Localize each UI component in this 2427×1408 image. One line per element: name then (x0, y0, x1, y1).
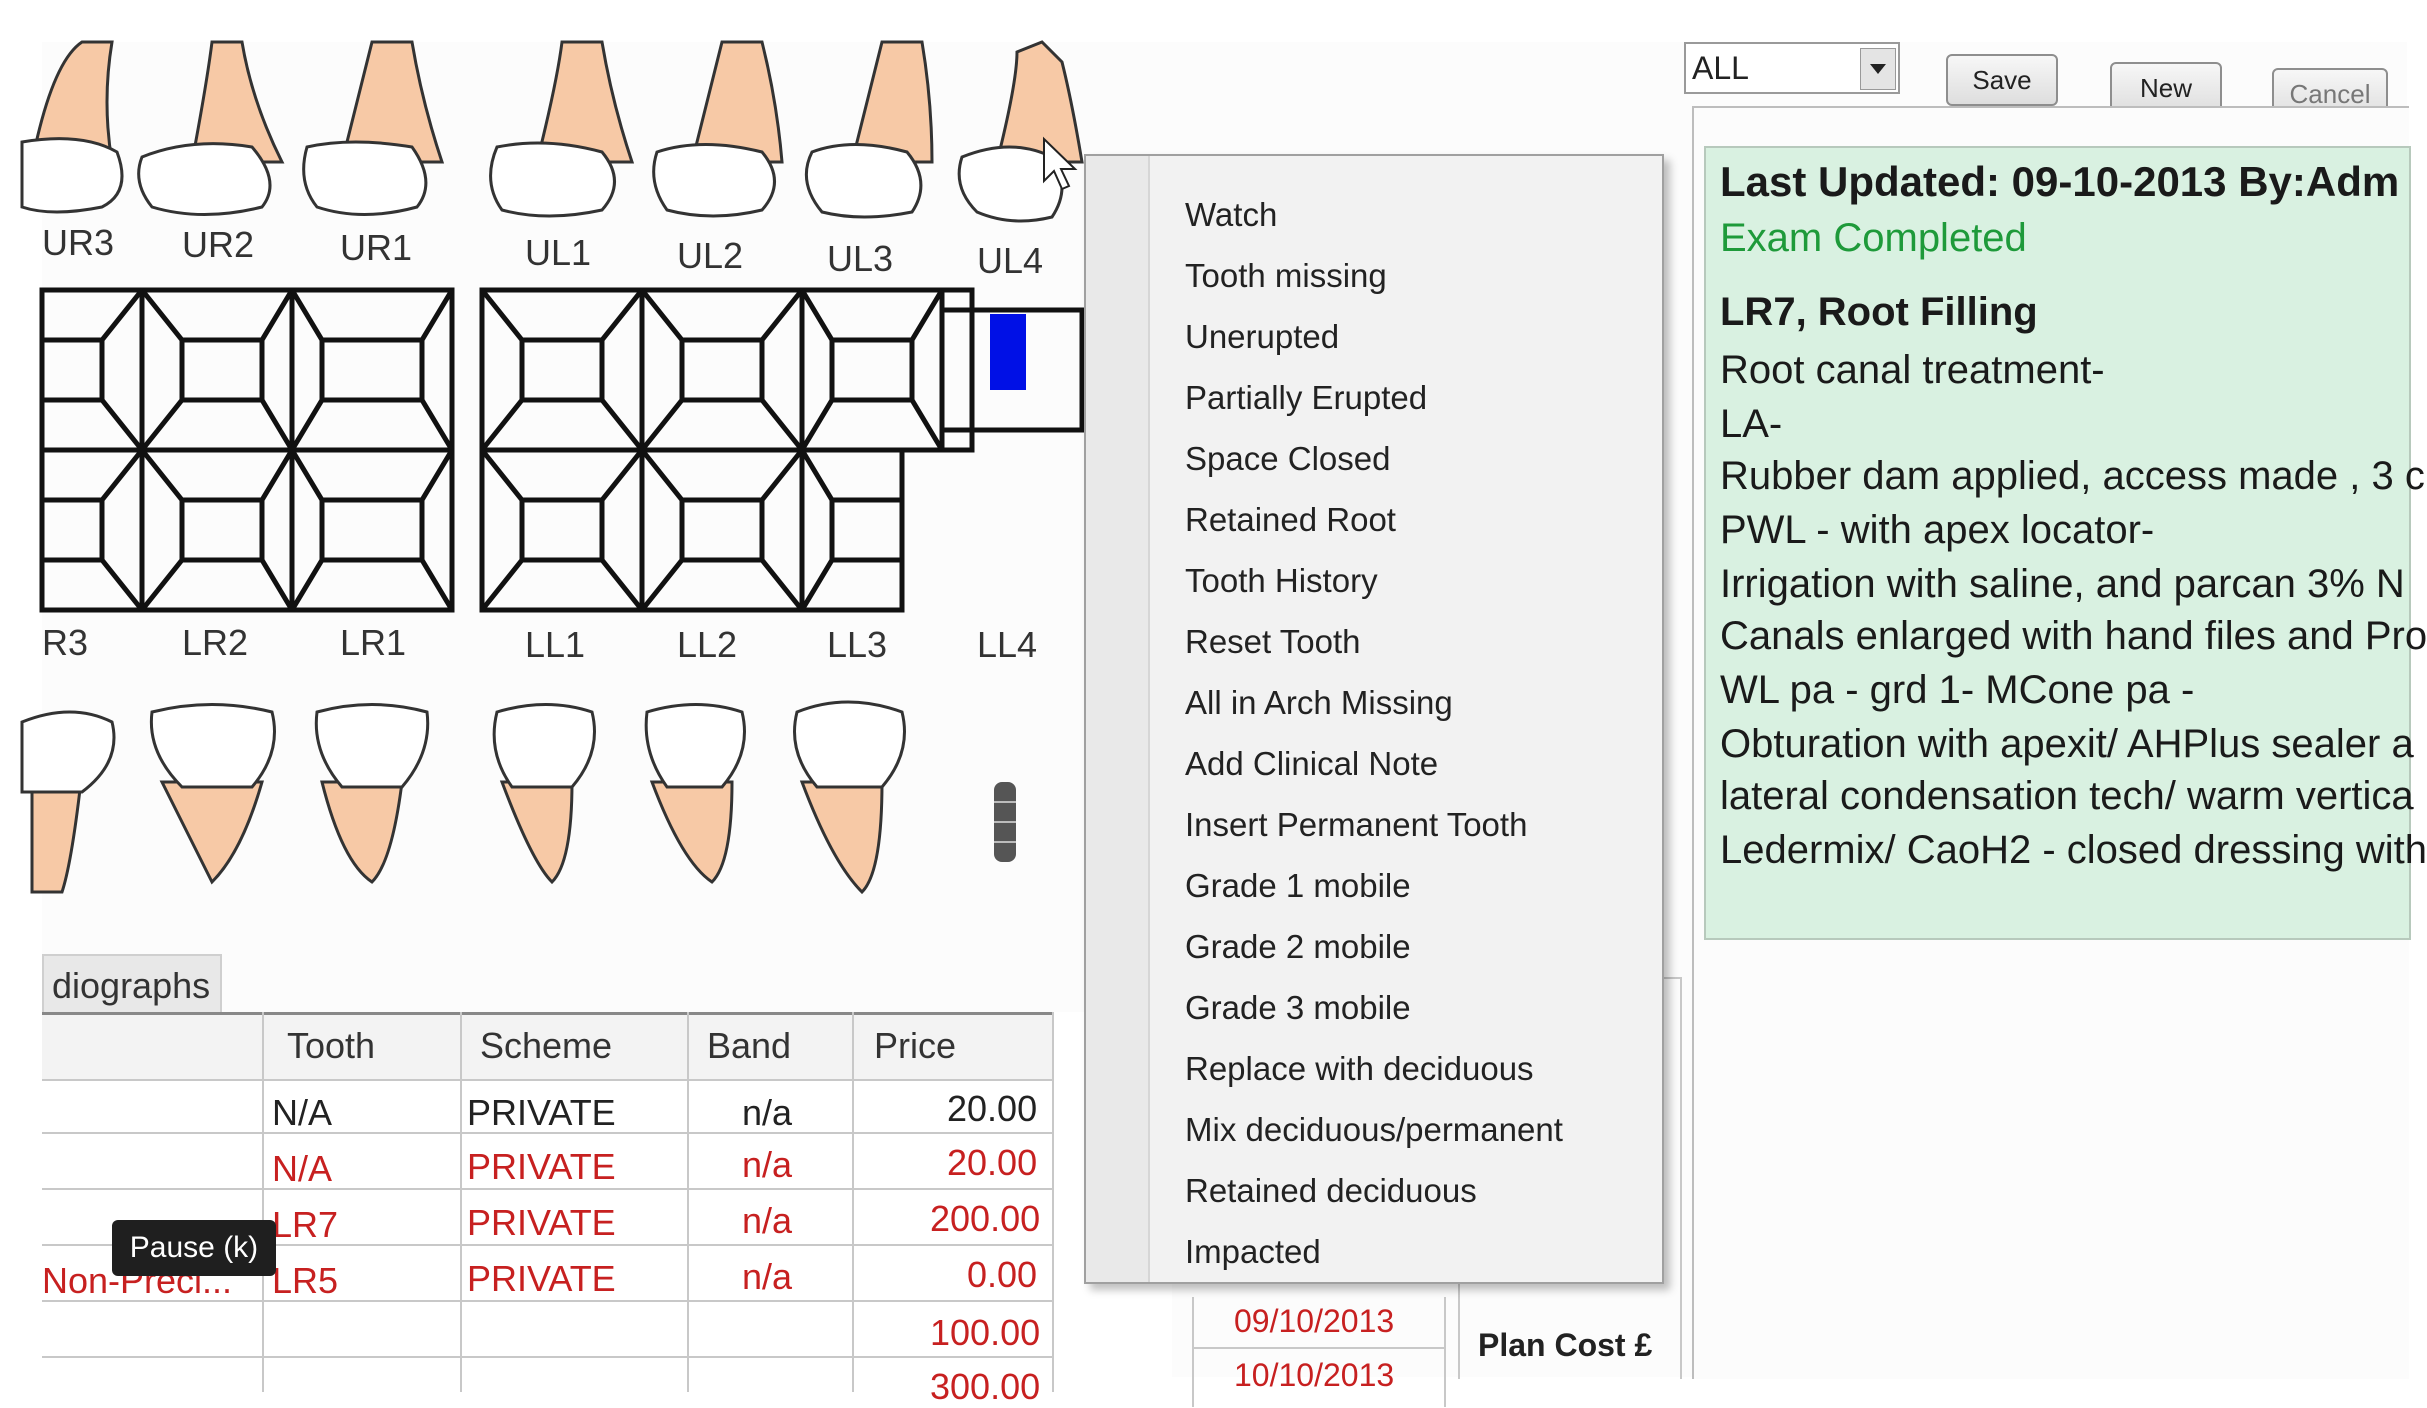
cell-band: n/a (742, 1256, 793, 1297)
filter-select-value: ALL (1692, 50, 1749, 86)
menu-item-tooth-history[interactable]: Tooth History (1185, 562, 1378, 599)
menu-icon-strip (1086, 156, 1150, 1282)
cell-price: 200.00 (930, 1198, 1041, 1239)
menu-item-unerupted[interactable]: Unerupted (1185, 318, 1340, 355)
tooth-label-ur2: UR2 (182, 224, 255, 265)
mouse-cursor-icon (1043, 136, 1078, 191)
tooth-label-ll4: LL4 (977, 624, 1038, 665)
cell-tooth: N/A (272, 1148, 333, 1189)
column-header-scheme[interactable]: Scheme (480, 1025, 613, 1066)
note-line: WL pa - grd 1- MCone pa - (1720, 668, 2195, 712)
lower-teeth (30, 770, 884, 895)
note-line: Obturation with apexit/ AHPlus sealer a (1720, 722, 2414, 766)
exam-status: Exam Completed (1720, 216, 2027, 260)
tooth-label-lr3: R3 (42, 622, 89, 663)
tooth-label-ur3: UR3 (42, 222, 115, 263)
selected-surface (990, 314, 1026, 390)
note-line: Root canal treatment- (1720, 348, 2105, 392)
cell-scheme: PRIVATE (467, 1202, 616, 1243)
cell-band: n/a (742, 1092, 793, 1133)
tab-radiographs[interactable]: diographs (42, 954, 222, 1016)
tooth-label-ll1: LL1 (525, 624, 586, 665)
cell-tooth: N/A (272, 1092, 333, 1133)
table-header: Tooth Scheme Band Price (42, 1012, 1052, 1081)
cell-tooth: LR5 (272, 1260, 339, 1301)
menu-item-space-closed[interactable]: Space Closed (1185, 440, 1391, 477)
app-window: UR3 UR2 UR1 UL1 UL2 UL3 UL4 R3 LR2 LR1 L… (20, 40, 2427, 1407)
tooth-label-ll2: LL2 (677, 624, 738, 665)
menu-item-replace-with-deciduous[interactable]: Replace with deciduous (1185, 1050, 1534, 1087)
upper-teeth (30, 40, 1084, 164)
tooth-label-ur1: UR1 (340, 227, 413, 268)
note-line: Irrigation with saline, and parcan 3% N (1720, 562, 2405, 606)
note-line: Ledermix/ CaoH2 - closed dressing with (1720, 828, 2427, 872)
menu-item-impacted[interactable]: Impacted (1185, 1233, 1321, 1270)
cell-tooth: LR7 (272, 1204, 339, 1245)
last-updated: Last Updated: 09-10-2013 By:Adm (1720, 158, 2400, 205)
note-line: PWL - with apex locator- (1720, 508, 2155, 552)
column-header-price[interactable]: Price (874, 1025, 957, 1066)
cell-price: 100.00 (930, 1312, 1041, 1353)
menu-item-retained-deciduous[interactable]: Retained deciduous (1185, 1172, 1477, 1209)
chevron-down-icon[interactable] (1860, 48, 1896, 90)
dental-chart[interactable] (20, 40, 1172, 962)
pause-tooltip: Pause (k) (112, 1220, 276, 1276)
menu-item-partially-erupted[interactable]: Partially Erupted (1185, 379, 1428, 416)
lower-crowns (20, 700, 906, 794)
tooth-label-ul1: UL1 (525, 232, 592, 273)
menu-item-add-clinical-note[interactable]: Add Clinical Note (1185, 745, 1439, 782)
date-column: 09/10/2013 10/10/2013 (1192, 1297, 1446, 1407)
note-heading: LR7, Root Filling (1720, 290, 2038, 334)
tooth-label-ll3: LL3 (827, 624, 888, 665)
note-line: Rubber dam applied, access made , 3 c (1720, 454, 2425, 498)
cell-price: 20.00 (947, 1142, 1038, 1183)
tooth-context-menu: Watch Tooth missing Unerupted Partially … (1084, 154, 1664, 1284)
cell-scheme: PRIVATE (467, 1092, 616, 1133)
cell-date: 10/10/2013 (1234, 1357, 1395, 1393)
cell-band: n/a (742, 1200, 793, 1241)
cell-band: n/a (742, 1144, 793, 1185)
cell-price: 300.00 (930, 1366, 1041, 1407)
menu-item-grade-3-mobile[interactable]: Grade 3 mobile (1185, 989, 1411, 1026)
treatment-table: Tooth Scheme Band Price N/A PRIVATE n/a … (42, 1012, 1172, 1407)
clinical-note-panel[interactable]: Last Updated: 09-10-2013 By:Adm Exam Com… (1704, 146, 2427, 940)
menu-item-retained-root[interactable]: Retained Root (1185, 501, 1396, 538)
tooth-label-ul3: UL3 (827, 238, 894, 279)
tooth-label-ul2: UL2 (677, 235, 744, 276)
menu-item-all-in-arch-missing[interactable]: All in Arch Missing (1185, 684, 1453, 721)
upper-surface-grid (39, 287, 1085, 453)
cell-scheme: PRIVATE (467, 1258, 616, 1299)
menu-item-grade-1-mobile[interactable]: Grade 1 mobile (1185, 867, 1411, 904)
plan-cost-label: Plan Cost £ (1478, 1327, 1653, 1363)
column-header-band[interactable]: Band (707, 1025, 792, 1066)
menu-item-reset-tooth[interactable]: Reset Tooth (1185, 623, 1361, 660)
save-button[interactable]: Save (1946, 54, 2058, 106)
cell-scheme: PRIVATE (467, 1146, 616, 1187)
lower-surface-grid (39, 447, 905, 613)
cell-price: 0.00 (967, 1254, 1038, 1295)
tooth-label-lr2: LR2 (182, 622, 249, 663)
note-line: lateral condensation tech/ warm vertica (1720, 774, 2414, 818)
filter-select[interactable]: ALL (1684, 42, 1900, 94)
tooth-label-ul4: UL4 (977, 240, 1044, 281)
menu-item-mix-deciduous-permanent[interactable]: Mix deciduous/permanent (1185, 1111, 1563, 1148)
menu-item-grade-2-mobile[interactable]: Grade 2 mobile (1185, 928, 1411, 965)
column-header-tooth[interactable]: Tooth (287, 1025, 376, 1066)
menu-item-insert-permanent-tooth[interactable]: Insert Permanent Tooth (1185, 806, 1528, 843)
new-button[interactable]: New (2110, 62, 2222, 114)
menu-item-tooth-missing[interactable]: Tooth missing (1185, 257, 1387, 294)
implant-icon (994, 782, 1016, 862)
cell-price: 20.00 (947, 1088, 1038, 1129)
cell-date: 09/10/2013 (1234, 1303, 1395, 1339)
note-line: Canals enlarged with hand files and Pro (1720, 614, 2427, 658)
note-line: LA- (1720, 402, 1783, 446)
upper-crowns (20, 137, 1064, 223)
menu-item-watch[interactable]: Watch (1185, 196, 1278, 233)
tooth-label-lr1: LR1 (340, 622, 407, 663)
